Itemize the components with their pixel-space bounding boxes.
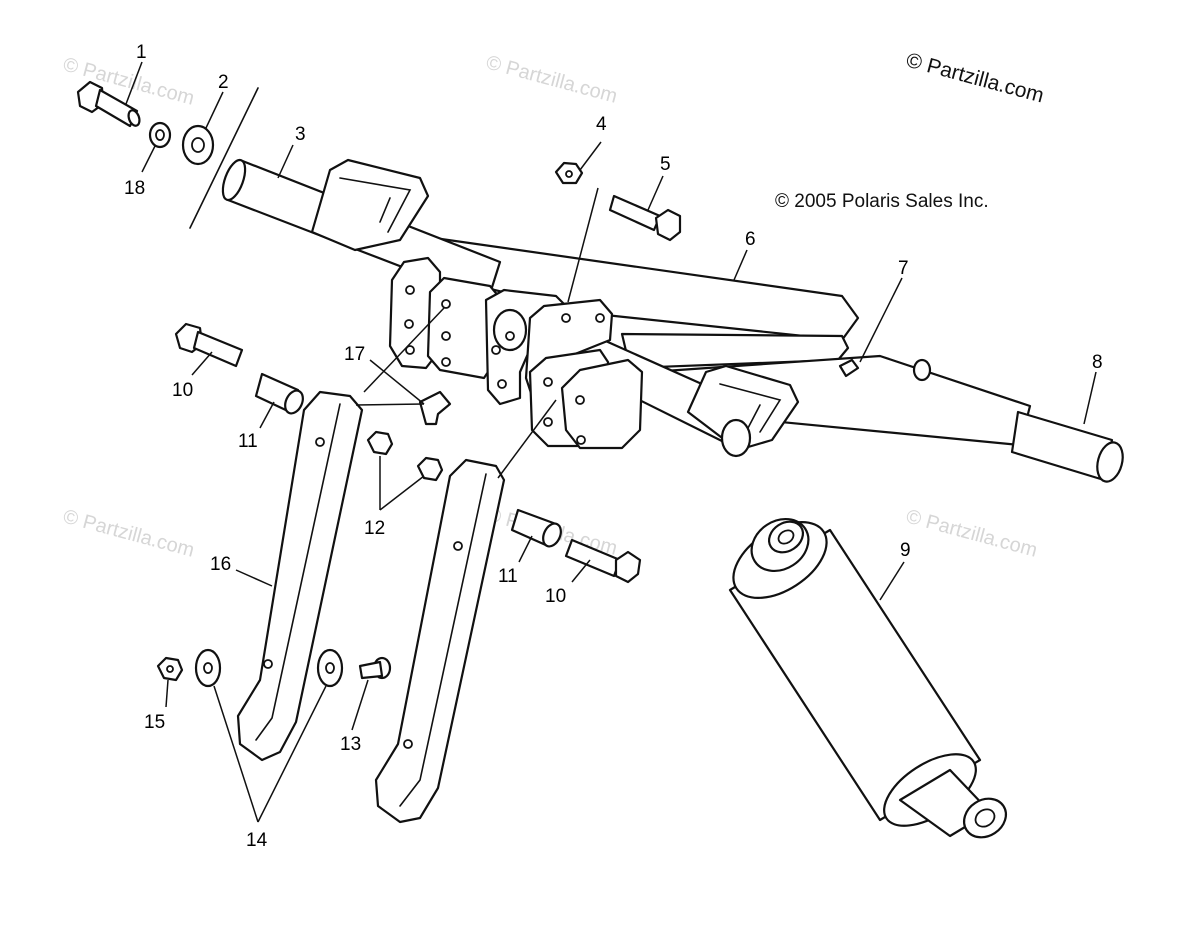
part-7-fitting — [838, 358, 932, 382]
callout-1: 1 — [136, 42, 147, 63]
watermark-mid-left: © Partzilla.com — [61, 506, 197, 562]
part-16-arm-left — [236, 390, 364, 762]
lower-bracket-right — [686, 364, 800, 458]
part-18-washer — [148, 121, 172, 149]
callout-16: 16 — [210, 554, 231, 575]
callout-10-upper: 10 — [172, 380, 193, 401]
callout-6: 6 — [745, 229, 756, 250]
callouts: 1 2 3 4 5 6 7 8 9 10 10 11 11 12 13 14 1… — [124, 42, 1103, 851]
callout-15: 15 — [144, 712, 165, 733]
part-9-shock — [728, 517, 1007, 839]
part-11-bushing-upper — [254, 372, 304, 415]
copyright-text: © 2005 Polaris Sales Inc. — [775, 191, 989, 212]
part-11-bushing-lower — [510, 508, 562, 548]
watermark-top-center: © Partzilla.com — [484, 52, 620, 108]
part-6-rail — [390, 230, 860, 370]
part-5-bolt — [608, 194, 682, 242]
callout-5: 5 — [660, 154, 671, 175]
part-15-nut — [156, 656, 184, 682]
part-14-washers — [194, 648, 344, 688]
callout-4: 4 — [596, 114, 607, 135]
callout-11-lower: 11 — [498, 566, 518, 587]
callout-8: 8 — [1092, 352, 1103, 373]
part-1-bolt — [76, 80, 141, 128]
leader-lines — [125, 61, 1097, 823]
callout-14: 14 — [246, 830, 268, 851]
watermark-mid-right: © Partzilla.com — [904, 506, 1040, 562]
callout-13: 13 — [340, 734, 361, 755]
arm-right — [374, 458, 506, 824]
callout-18: 18 — [124, 178, 145, 199]
partzilla-brand: © Partzilla.com — [904, 49, 1047, 108]
part-12-nuts — [366, 430, 444, 482]
callout-2: 2 — [218, 72, 229, 93]
part-10-bolt-lower — [564, 538, 642, 584]
part-13-pin — [358, 656, 392, 680]
callout-3: 3 — [295, 124, 306, 145]
part-17-elbow — [418, 390, 452, 426]
callout-11-upper: 11 — [238, 431, 258, 452]
upper-bracket-left — [310, 158, 430, 252]
section-cut-line — [189, 87, 259, 229]
callout-10-lower: 10 — [545, 586, 566, 607]
callout-9: 9 — [900, 540, 911, 561]
callout-17: 17 — [344, 344, 365, 365]
callout-7: 7 — [898, 258, 909, 279]
part-10-bolt-upper — [174, 322, 244, 368]
mounting-plates-right — [528, 348, 644, 450]
callout-12: 12 — [364, 518, 385, 539]
mounting-plates-left — [388, 256, 502, 380]
part-4-nut — [554, 161, 584, 185]
part-2-washer — [181, 124, 215, 166]
